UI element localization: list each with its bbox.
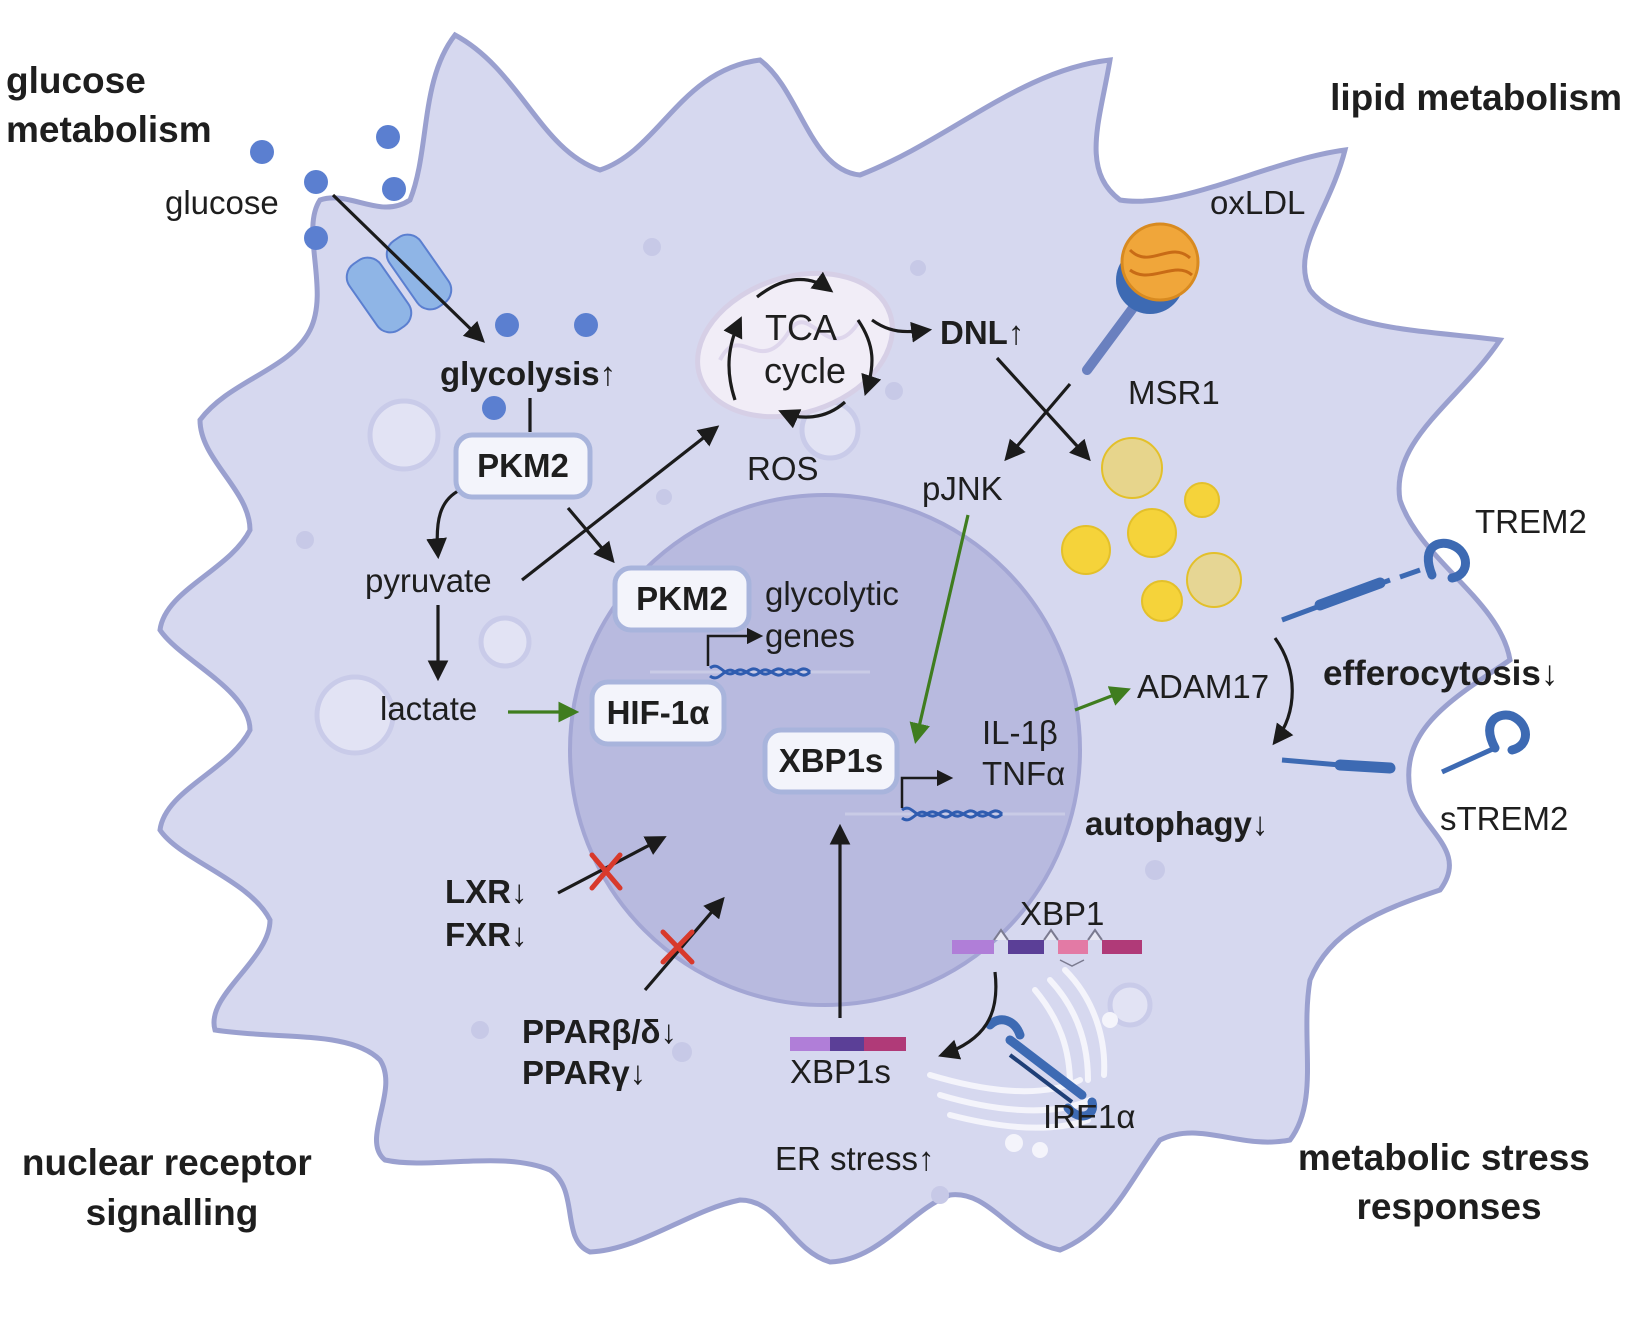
tca-dnl-arrow bbox=[871, 318, 933, 343]
label-autophagy: autophagy↓ bbox=[1085, 805, 1268, 842]
label-glycolytic-genes: glycolytic genes bbox=[765, 575, 908, 654]
label-efferocytosis: efferocytosis↓ bbox=[1323, 654, 1558, 693]
glucose-molecules bbox=[250, 125, 598, 420]
cleaved-trem2-stub-icon bbox=[1281, 757, 1396, 774]
strem2-soluble-icon bbox=[1440, 710, 1530, 775]
xbp1s-box bbox=[762, 727, 900, 795]
label-ros: ROS bbox=[747, 450, 819, 487]
pkm2-cytoplasm-box bbox=[453, 432, 593, 500]
pkm2-nuclear-translocation-arrow bbox=[566, 506, 615, 564]
pyruvate-tca-arrow bbox=[521, 425, 720, 582]
xbp1-mrna-icon bbox=[952, 928, 1142, 967]
tca-cycle-arrow-2 bbox=[756, 271, 834, 299]
endoplasmic-reticulum-icon bbox=[927, 967, 1118, 1158]
label-dnl: DNL↑ bbox=[940, 314, 1024, 351]
label-pkm2-cytoplasm: PKM2 bbox=[477, 447, 569, 484]
ire1a-receptor-icon bbox=[985, 1015, 1098, 1121]
cytokine-adam17-arrow bbox=[1074, 686, 1131, 712]
label-xbp1: XBP1 bbox=[1020, 895, 1104, 932]
label-ppar-gamma: PPARγ↓ bbox=[522, 1054, 646, 1091]
label-pjnk: pJNK bbox=[922, 470, 1003, 507]
tca-cycle-arrow-4 bbox=[778, 400, 847, 429]
small-vesicles bbox=[296, 238, 1165, 1204]
label-xbp1s-cytoplasm: XBP1s bbox=[790, 1053, 891, 1090]
pathway-arrows bbox=[331, 193, 1294, 1060]
tca-cycle-arrow-3 bbox=[856, 319, 882, 396]
hif1a-box bbox=[589, 679, 727, 747]
label-pyruvate: pyruvate bbox=[365, 562, 492, 599]
label-msr1: MSR1 bbox=[1128, 374, 1220, 411]
label-tca-cycle: TCA cycle bbox=[764, 307, 846, 391]
label-pkm2-nucleus: PKM2 bbox=[636, 580, 728, 617]
label-strem2: sTREM2 bbox=[1440, 800, 1568, 837]
pkm2-nucleus-box bbox=[612, 565, 752, 633]
msr1-pjnk-arrow bbox=[1004, 382, 1072, 462]
inhibition-cross-icons bbox=[589, 852, 695, 965]
pjnk-xbp1s-arrow bbox=[909, 514, 970, 745]
mitochondrion bbox=[695, 270, 895, 420]
xbp1s-spliced-mrna-icon bbox=[790, 1037, 906, 1051]
glucose-uptake-arrow bbox=[331, 193, 485, 343]
region-title-glucose-metabolism: glucose metabolism bbox=[6, 60, 212, 150]
label-er-stress: ER stress↑ bbox=[775, 1140, 935, 1177]
region-title-lipid-metabolism: lipid metabolism bbox=[1330, 77, 1622, 118]
dnl-lipid-droplet-arrow bbox=[995, 356, 1091, 462]
label-fxr: FXR↓ bbox=[445, 916, 528, 953]
oxldl-particle-icon bbox=[1082, 222, 1200, 375]
adam17-trem2-cleavage-arrow bbox=[1272, 637, 1294, 746]
region-title-metabolic-stress-responses: metabolic stress responses bbox=[1298, 1137, 1600, 1227]
label-adam17: ADAM17 bbox=[1137, 668, 1269, 705]
label-tnfa: TNFα bbox=[982, 755, 1065, 792]
label-lactate: lactate bbox=[380, 690, 477, 727]
label-glucose: glucose bbox=[165, 184, 279, 221]
glucose-transporter-icon bbox=[345, 233, 453, 334]
label-lxr: LXR↓ bbox=[445, 873, 528, 910]
label-xbp1s-nucleus: XBP1s bbox=[779, 742, 884, 779]
label-il1b: IL-1β bbox=[982, 714, 1058, 751]
label-oxldl: oxLDL bbox=[1210, 184, 1305, 221]
dna-strand-glycolytic bbox=[650, 627, 870, 680]
trem2-receptor-icon bbox=[1281, 538, 1470, 623]
label-ire1a: IRE1α bbox=[1043, 1098, 1135, 1135]
pkm2-pyruvate-arrow bbox=[426, 488, 461, 560]
label-trem2: TREM2 bbox=[1475, 503, 1587, 540]
label-ppar-beta-delta: PPARβ/δ↓ bbox=[522, 1013, 677, 1050]
label-glycolysis: glycolysis↑ bbox=[440, 355, 616, 392]
tca-cycle-arrow-1 bbox=[723, 316, 743, 401]
lipid-droplets bbox=[1061, 437, 1242, 622]
cytoplasmic-vesicles bbox=[314, 398, 1153, 1028]
dna-strand-cytokines bbox=[845, 769, 1065, 822]
ire1a-xbp1-splicing-arrow bbox=[938, 971, 998, 1060]
label-hif1a: HIF-1α bbox=[607, 694, 710, 731]
ppar-blocked-arrow bbox=[643, 896, 725, 992]
region-title-nuclear-receptor-signalling: nuclear receptor signalling bbox=[22, 1142, 322, 1233]
